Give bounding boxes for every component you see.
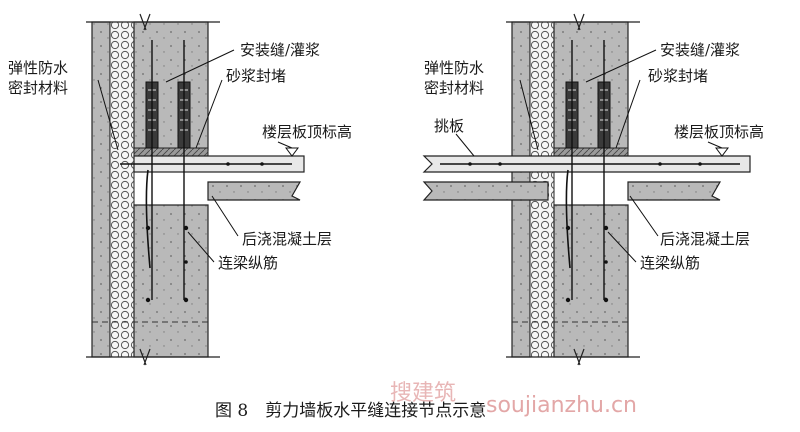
right-precast-left xyxy=(422,181,549,201)
left-label-elastic-seal-2: 密封材料 xyxy=(8,79,68,97)
right-label-post-concrete: 后浇混凝土层 xyxy=(660,230,750,248)
left-label-beam-bar: 连梁纵筋 xyxy=(218,254,278,272)
left-rebar-vertical xyxy=(151,40,185,300)
left-diagram xyxy=(86,13,305,366)
left-label-elastic-seal-1: 弹性防水 xyxy=(8,59,68,77)
right-label-install-joint: 安装缝/灌浆 xyxy=(660,41,740,59)
right-label-cantilever: 挑板 xyxy=(434,117,464,135)
right-upper-wall xyxy=(553,21,629,151)
left-leaders xyxy=(97,49,293,263)
left-label-floor-top: 楼层板顶标高 xyxy=(262,123,352,141)
left-level-mark xyxy=(285,147,299,157)
right-label-mortar-plug: 砂浆封堵 xyxy=(648,67,708,85)
right-beam-bar xyxy=(440,163,740,269)
right-leaders xyxy=(455,49,723,263)
watermark-cn: 搜建筑 xyxy=(390,381,456,406)
left-rebar-dots xyxy=(145,162,264,303)
right-label-elastic-seal-1: 弹性防水 xyxy=(424,59,484,77)
left-precast-slab xyxy=(207,181,302,201)
right-level-mark xyxy=(715,147,729,157)
right-break-bottom xyxy=(506,348,640,366)
right-diagram xyxy=(422,13,751,366)
right-label-floor-top: 楼层板顶标高 xyxy=(674,123,764,141)
watermark-url: soujianzhu.cn xyxy=(486,393,637,418)
right-lower-wall xyxy=(553,204,629,358)
left-label-post-concrete: 后浇混凝土层 xyxy=(242,230,332,248)
right-precast-right xyxy=(627,181,722,201)
figure-caption: 图 8 剪力墙板水平缝连接节点示意 xyxy=(215,401,486,421)
left-label-mortar-plug: 砂浆封堵 xyxy=(226,67,286,85)
left-break-top xyxy=(86,13,220,31)
right-rebar-vertical xyxy=(571,40,605,300)
left-label-install-joint: 安装缝/灌浆 xyxy=(240,41,320,59)
left-upper-wall xyxy=(133,21,209,151)
left-insulation xyxy=(109,21,135,358)
left-joint-grout xyxy=(133,147,209,157)
left-lower-wall xyxy=(133,204,209,358)
left-outer-wythe xyxy=(91,21,111,358)
right-label-beam-bar: 连梁纵筋 xyxy=(640,254,700,272)
left-break-bottom xyxy=(86,348,220,366)
right-label-elastic-seal-2: 密封材料 xyxy=(424,79,484,97)
right-joint-grout xyxy=(553,147,629,157)
right-rebar-dots xyxy=(468,162,702,303)
right-break-top xyxy=(506,13,640,31)
